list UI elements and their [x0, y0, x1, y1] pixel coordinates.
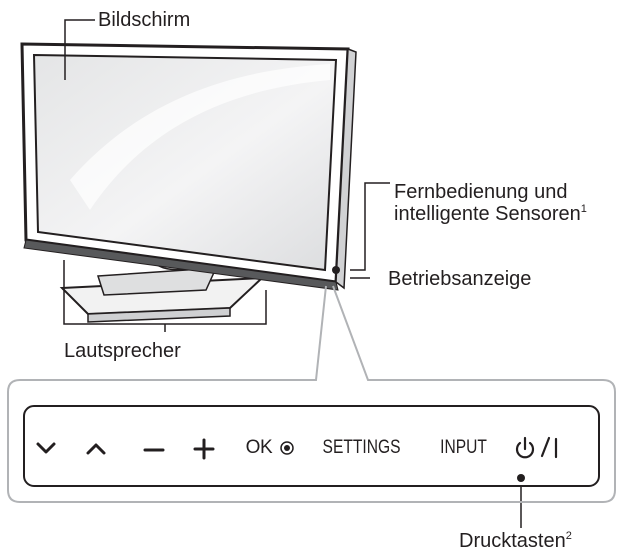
power-button[interactable]	[510, 428, 562, 468]
settings-button-label: SETTINGS	[323, 437, 401, 458]
input-button[interactable]: INPUT	[428, 428, 498, 468]
remote-sensors-label: Fernbedienung und intelligente Sensoren1	[394, 181, 587, 225]
plus-icon	[193, 438, 215, 460]
ok-button[interactable]: OK	[238, 428, 280, 468]
minus-button[interactable]	[136, 428, 172, 468]
input-button-label: INPUT	[439, 437, 487, 458]
chevron-up-icon	[86, 443, 106, 455]
screen-label: Bildschirm	[98, 9, 191, 31]
button-panel	[23, 405, 600, 487]
tv-stand	[59, 253, 265, 323]
ok-button-label: OK	[245, 437, 273, 458]
down-button[interactable]	[28, 428, 64, 468]
power-indicator-label: Betriebsanzeige	[388, 268, 532, 290]
power-icon	[515, 436, 558, 459]
radio-dot-icon	[280, 441, 294, 455]
chevron-down-icon	[36, 442, 56, 454]
buttons-label: Drucktasten2	[459, 530, 572, 552]
tv-body	[20, 42, 357, 291]
callout-frame	[7, 285, 616, 503]
settings-button[interactable]: SETTINGS	[310, 428, 414, 468]
up-button[interactable]	[78, 428, 114, 468]
leader-lines	[63, 19, 522, 528]
plus-button[interactable]	[186, 428, 222, 468]
speakers-label: Lautsprecher	[64, 340, 181, 362]
leader-dot	[332, 266, 340, 274]
leader-dot	[517, 474, 525, 482]
